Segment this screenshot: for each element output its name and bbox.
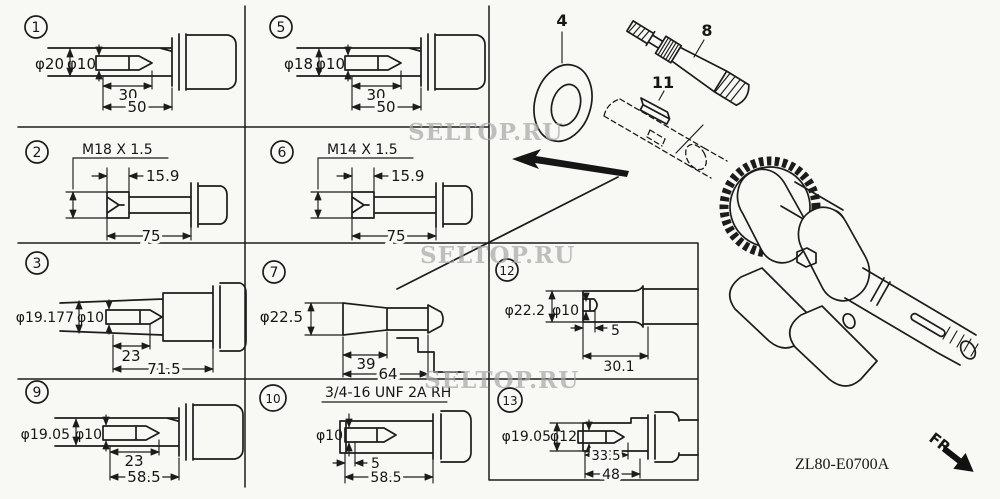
cell-6-number: 6 [278, 145, 287, 161]
cell-12-number: 12 [499, 264, 514, 278]
front-direction-arrow [941, 446, 974, 472]
part-number-circle [25, 380, 49, 404]
cell-5-inner-len-label: 30 [366, 86, 385, 104]
cell-1-inner-len-label: 30 [118, 86, 137, 104]
part-number-circle [24, 15, 48, 39]
part-number-circle [497, 387, 523, 413]
spec-cell-12: 12 φ22.2 φ10 5 30.1 [495, 258, 699, 375]
watermark-text: SELTOP.RU [420, 242, 575, 269]
cell-5-outer-dia-label: φ18 [284, 55, 313, 73]
spec-cell-2: 2 M18 X 1.5 15.9 75 [25, 140, 228, 248]
bolt-figure [351, 182, 473, 228]
cell-2-outer-len-label: 75 [141, 227, 160, 245]
cell-1-inner-dia-label: φ10 [67, 55, 96, 73]
part-number-circle [25, 251, 49, 275]
exploded-view: 4 8 11 [512, 11, 979, 387]
cell-5-number: 5 [277, 20, 286, 36]
cell-12-inner-len-label: 5 [611, 323, 620, 339]
cell-2-number: 2 [33, 145, 42, 161]
watermark-text: SELTOP.RU [408, 119, 563, 146]
ghost-shaft-figure [603, 98, 728, 179]
cell-9-inner-len-label: 23 [124, 452, 143, 470]
front-direction-arrow-group [941, 446, 974, 472]
cell-7-inner-len-label: 39 [356, 355, 375, 373]
keyway-figure [105, 309, 163, 325]
cell-10-inner-dia-label: φ10 [316, 428, 343, 444]
keyway-figure [582, 298, 598, 312]
cell-12-outer-dia-label: φ22.2 [505, 303, 545, 319]
spec-cell-5: 5 φ18 φ10 30 50 [269, 15, 486, 119]
watermark-text: SELTOP.RU [424, 367, 579, 394]
cell-6-inner-len-label: 15.9 [391, 167, 424, 185]
cell-5-outer-len-label: 50 [376, 98, 395, 116]
part-number-circle [269, 15, 293, 39]
cell-6-outer-len-label: 75 [386, 227, 405, 245]
cell-6-thread-label: M14 X 1.5 [327, 142, 398, 158]
cell-13-outer-len-label: 48 [602, 467, 620, 483]
spec-cell-13: 13 φ19.05 φ12 33.5 48 [497, 387, 699, 486]
cell-10-inner-len-label: 5 [371, 456, 380, 472]
keyway-figure [577, 430, 625, 444]
key-figure [639, 97, 671, 125]
cell-9-number: 9 [33, 385, 42, 401]
cell-7-outer-dia-label: φ22.5 [260, 308, 303, 326]
callout-washer: 4 [556, 11, 567, 30]
assembly-arrow [512, 149, 629, 177]
spec-cell-9: 9 φ19.05 φ10 23 58.5 [21, 380, 244, 489]
cell-1-number: 1 [32, 20, 41, 36]
cell-13-inner-len-label: 33.5 [592, 449, 621, 464]
spec-cell-10: 10 3/4-16 UNF 2A RH φ10 5 58.5 [259, 384, 472, 489]
callout-key: 11 [652, 73, 674, 92]
part-number-circle [495, 258, 519, 282]
spec-cell-7: 7 φ22.5 39 64 [260, 176, 619, 386]
cell-9-outer-dia-label: φ19.05 [21, 427, 70, 443]
cell-7-outer-len-label: 64 [378, 365, 397, 383]
crankshaft-figure [719, 156, 979, 387]
case-outline [396, 176, 619, 373]
cell-3-outer-dia-label: φ19.177 [16, 310, 74, 326]
part-number-circle [262, 260, 286, 284]
cell-10-thread-label: 3/4-16 UNF 2A RH [325, 385, 451, 401]
callout-drive-shaft: 8 [701, 21, 712, 40]
drawing-code: ZL80-E0700A [795, 456, 890, 473]
cell-3-inner-len-label: 23 [121, 347, 140, 365]
keyway-figure [344, 427, 397, 443]
stub-figure [582, 285, 699, 328]
cell-9-inner-dia-label: φ10 [75, 427, 102, 443]
cell-10-number: 10 [265, 392, 280, 406]
cell-1-outer-len-label: 50 [127, 98, 146, 116]
cell-13-inner-dia-label: φ12 [550, 429, 577, 445]
cell-9-outer-len-label: 58.5 [127, 468, 160, 486]
drive-shaft-figure [626, 20, 750, 107]
stub-figure [582, 411, 699, 463]
cell-3-number: 3 [33, 256, 42, 272]
cell-1-outer-dia-label: φ20 [35, 55, 64, 73]
cell-13-number: 13 [502, 394, 517, 408]
cell-12-outer-len-label: 30.1 [603, 359, 634, 375]
spec-cell-3: 3 φ19.177 φ10 23 71.5 [16, 251, 247, 381]
cell-3-outer-len-label: 71.5 [147, 360, 180, 378]
cell-5-inner-dia-label: φ10 [316, 55, 345, 73]
shaft-figure [339, 410, 472, 463]
bolt-figure [106, 182, 228, 228]
cell-2-thread-label: M18 X 1.5 [82, 142, 153, 158]
cell-13-outer-dia-label: φ19.05 [502, 429, 551, 445]
cell-2-inner-len-label: 15.9 [146, 167, 179, 185]
spec-cell-6: 6 M14 X 1.5 15.9 75 [270, 140, 473, 248]
taper-figure [342, 302, 444, 336]
washer-figure [533, 63, 593, 143]
cell-10-outer-len-label: 58.5 [370, 470, 401, 486]
part-number-circle [25, 140, 49, 164]
cell-3-inner-dia-label: φ10 [77, 310, 104, 326]
cell-12-inner-dia-label: φ10 [552, 303, 579, 319]
part-number-circle [270, 140, 294, 164]
part-number-circle [259, 384, 287, 412]
spec-cell-1: 1 φ20 φ10 30 50 [24, 15, 237, 119]
spec-grid-lines [17, 5, 699, 488]
cell-7-number: 7 [270, 265, 279, 281]
